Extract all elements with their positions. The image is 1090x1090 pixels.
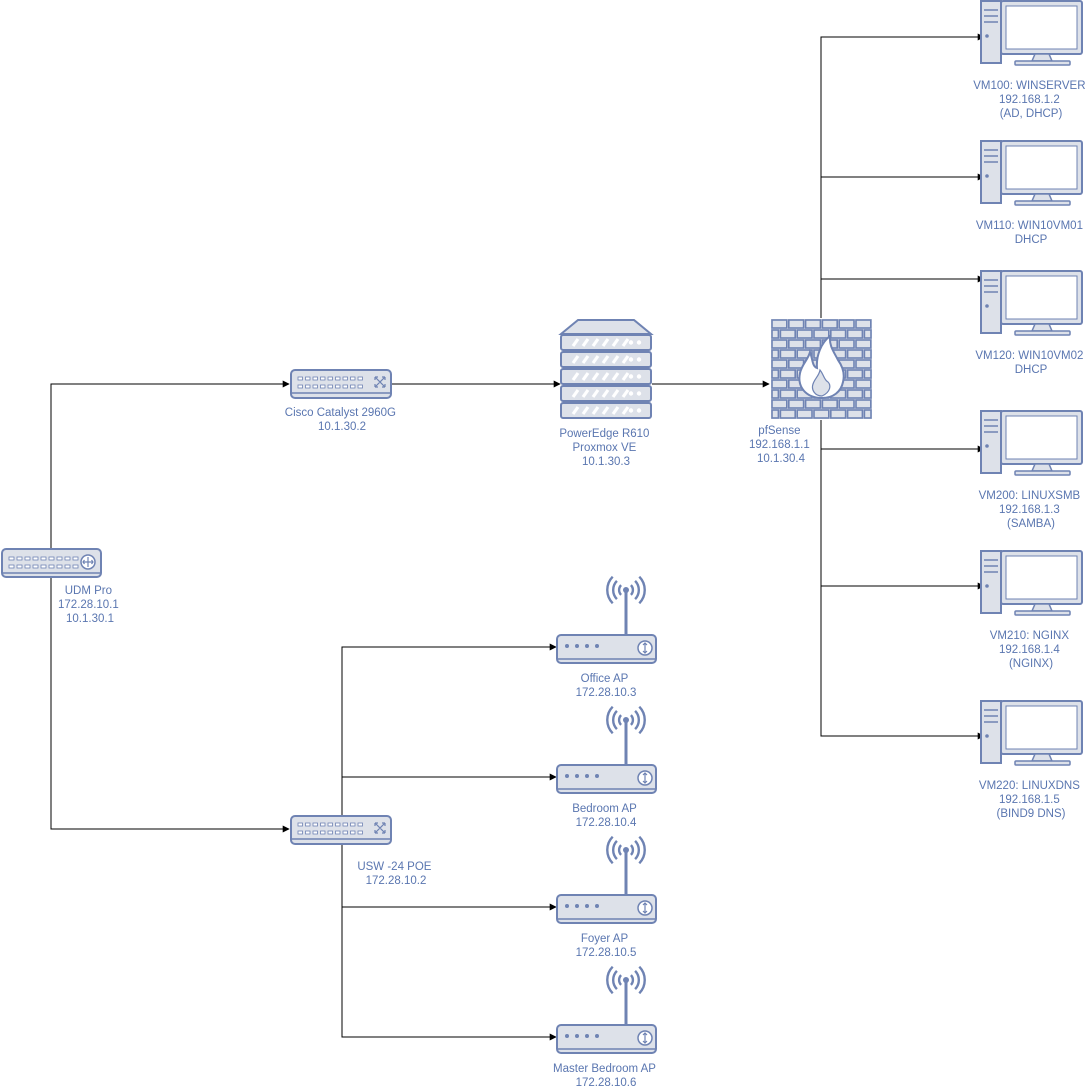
node-udm-pro[interactable]: UDM Pro 172.28.10.1 10.1.30.1 [1, 548, 122, 625]
label-line: (BIND9 DNS) [996, 808, 1065, 820]
label-line: 172.28.10.1 [58, 599, 119, 611]
switch-icon [290, 815, 392, 845]
node-label: VM110: WIN10VM01 DHCP [976, 220, 1086, 246]
wireless-ap-icon [556, 965, 657, 1054]
workstation-icon [980, 140, 1083, 206]
node-vm100[interactable]: VM100: WINSERVER 192.168.1.2 (AD, DHCP) [973, 0, 1088, 120]
node-label: Office AP 172.28.10.3 [576, 673, 637, 699]
router-icon [1, 548, 102, 578]
label-line: 172.28.10.4 [576, 817, 637, 829]
label-line: 10.1.30.3 [582, 456, 630, 468]
node-label: Bedroom AP 172.28.10.4 [572, 803, 640, 829]
label-line: Cisco Catalyst 2960G [285, 407, 396, 419]
node-label: VM220: LINUXDNS 192.168.1.5 (BIND9 DNS) [979, 780, 1083, 820]
node-label: VM200: LINUXSMB 192.168.1.3 (SAMBA) [979, 490, 1084, 530]
connectors [50, 33, 985, 1041]
node-label: VM120: WIN10VM02 DHCP [975, 350, 1086, 376]
label-line: VM210: NGINX [990, 630, 1070, 642]
switch-icon [290, 369, 392, 399]
label-line: (SAMBA) [1007, 518, 1055, 530]
workstation-icon [980, 270, 1083, 336]
label-line: DHCP [1015, 364, 1048, 376]
label-line: 10.1.30.2 [318, 421, 366, 433]
edge-pfsense-to-vm220 [820, 420, 985, 740]
node-usw-switch[interactable]: USW -24 POE 172.28.10.2 [290, 815, 435, 887]
label-line: VM200: LINUXSMB [979, 490, 1081, 502]
node-label: UDM Pro 172.28.10.1 10.1.30.1 [58, 585, 122, 625]
label-line: pfSense [758, 425, 800, 437]
label-line: UDM Pro [65, 585, 112, 597]
label-line: Bedroom AP [572, 803, 637, 815]
label-line: 10.1.30.1 [66, 613, 114, 625]
node-vm210[interactable]: VM210: NGINX 192.168.1.4 (NGINX) [980, 550, 1083, 670]
node-label: Foyer AP 172.28.10.5 [576, 933, 637, 959]
label-line: Proxmox VE [572, 442, 636, 454]
node-vm200[interactable]: VM200: LINUXSMB 192.168.1.3 (SAMBA) [979, 410, 1084, 530]
node-label: VM100: WINSERVER 192.168.1.2 (AD, DHCP) [973, 80, 1088, 120]
node-label: USW -24 POE 172.28.10.2 [357, 861, 434, 887]
edge-udm-to-usw [50, 576, 290, 833]
node-label: Master Bedroom AP 172.28.10.6 [553, 1063, 659, 1089]
label-line: VM100: WINSERVER [973, 80, 1085, 92]
workstation-icon [980, 700, 1083, 766]
wireless-ap-icon [556, 575, 657, 664]
node-cisco-switch[interactable]: Cisco Catalyst 2960G 10.1.30.2 [285, 369, 399, 433]
label-line: VM110: WIN10VM01 [976, 220, 1083, 232]
node-vm110[interactable]: VM110: WIN10VM01 DHCP [976, 140, 1086, 246]
node-label: pfSense 192.168.1.1 10.1.30.4 [749, 425, 813, 465]
workstation-icon [980, 550, 1083, 616]
edge-usw-to-master-ap [341, 843, 557, 1041]
label-line: 192.168.1.3 [999, 504, 1060, 516]
wireless-ap-icon [556, 835, 657, 924]
node-master-bedroom-ap[interactable]: Master Bedroom AP 172.28.10.6 [553, 965, 659, 1089]
label-line: Foyer AP [581, 933, 629, 945]
label-line: Master Bedroom AP [553, 1063, 656, 1075]
firewall-icon [771, 319, 872, 419]
label-line: PowerEdge R610 [559, 428, 649, 440]
label-line: 10.1.30.4 [757, 453, 806, 465]
label-line: 172.28.10.3 [576, 687, 637, 699]
node-vm120[interactable]: VM120: WIN10VM02 DHCP [975, 270, 1086, 376]
node-label: Cisco Catalyst 2960G 10.1.30.2 [285, 407, 399, 433]
workstation-icon [980, 410, 1083, 476]
label-line: VM220: LINUXDNS [979, 780, 1080, 792]
label-line: (NGINX) [1009, 658, 1053, 670]
wireless-ap-icon [556, 705, 657, 794]
node-bedroom-ap[interactable]: Bedroom AP 172.28.10.4 [556, 705, 657, 829]
node-poweredge[interactable]: PowerEdge R610 Proxmox VE 10.1.30.3 [558, 319, 654, 468]
label-line: 192.168.1.5 [999, 794, 1060, 806]
node-foyer-ap[interactable]: Foyer AP 172.28.10.5 [556, 835, 657, 959]
label-line: 192.168.1.2 [999, 94, 1060, 106]
workstation-icon [980, 0, 1083, 66]
label-line: Office AP [581, 673, 629, 685]
edge-pfsense-to-vm100 [820, 33, 985, 318]
label-line: 192.168.1.4 [999, 644, 1060, 656]
label-line: 172.28.10.6 [576, 1077, 637, 1089]
node-label: PowerEdge R610 Proxmox VE 10.1.30.3 [559, 428, 652, 468]
label-line: USW -24 POE [357, 861, 431, 873]
node-vm220[interactable]: VM220: LINUXDNS 192.168.1.5 (BIND9 DNS) [979, 700, 1083, 820]
label-line: 172.28.10.2 [366, 875, 427, 887]
node-office-ap[interactable]: Office AP 172.28.10.3 [556, 575, 657, 699]
label-line: VM120: WIN10VM02 [975, 350, 1083, 362]
edge-usw-to-office-ap [341, 643, 557, 815]
server-rack-icon [558, 319, 654, 419]
label-line: DHCP [1015, 234, 1048, 246]
label-line: 172.28.10.5 [576, 947, 637, 959]
node-pfsense[interactable]: pfSense 192.168.1.1 10.1.30.4 [749, 319, 872, 465]
node-label: VM210: NGINX 192.168.1.4 (NGINX) [990, 630, 1072, 670]
edge-udm-to-cisco [50, 380, 290, 548]
label-line: (AD, DHCP) [1000, 108, 1063, 120]
label-line: 192.168.1.1 [749, 439, 810, 451]
